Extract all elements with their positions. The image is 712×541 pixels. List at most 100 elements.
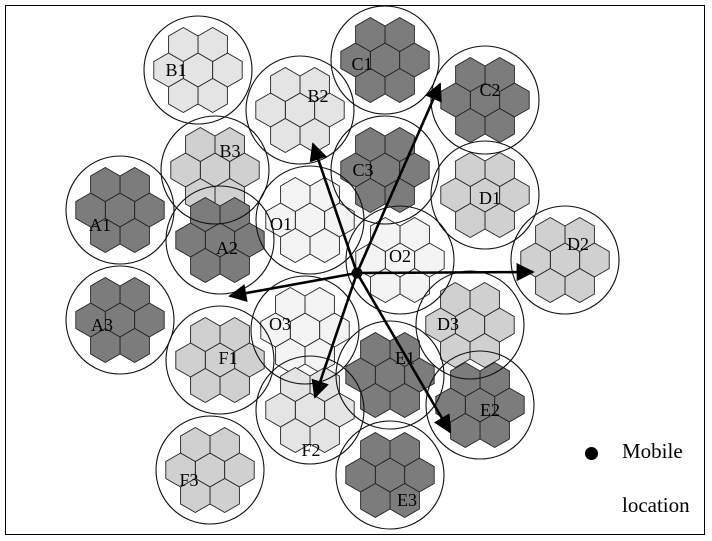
hex-cluster-e1 [345, 331, 435, 419]
hex-cluster-d3 [425, 281, 515, 369]
cluster-circle-e1 [335, 320, 445, 430]
arrow-1 [309, 142, 359, 274]
hex-cell [90, 166, 121, 203]
hex-cluster-f2 [265, 366, 355, 454]
hex-cell [190, 316, 221, 353]
cell-label-a3: A3 [91, 315, 113, 335]
hex-cell [270, 117, 301, 154]
hex-cell [280, 176, 311, 213]
cluster-circle-o2 [345, 205, 455, 315]
hex-cell [280, 227, 311, 264]
cell-label-f2: F2 [301, 440, 320, 460]
hex-cell [355, 67, 386, 104]
cell-label-e1: E1 [395, 348, 415, 368]
hex-cell [360, 331, 391, 368]
hex-cell [280, 366, 311, 403]
cluster-circle-f1 [165, 305, 275, 415]
arrow-2 [355, 82, 442, 274]
hex-cell [90, 327, 121, 364]
hex-cell [168, 77, 199, 114]
mobile-location-marker [351, 267, 363, 279]
cell-label-e3: E3 [397, 490, 417, 510]
cluster-circle-f3 [155, 415, 265, 525]
cluster-circle-d1 [430, 140, 540, 250]
cell-label-b3: B3 [219, 141, 240, 161]
cluster-circle-a3 [65, 265, 175, 375]
hex-cluster-f3 [165, 426, 255, 514]
hex-cell [440, 281, 471, 318]
cell-label-c2: C2 [479, 80, 500, 100]
arrow-4 [355, 272, 452, 434]
arrow-6 [228, 271, 358, 303]
cluster-circle-e3 [335, 420, 445, 530]
hex-cluster-a1 [75, 166, 165, 254]
hex-cell [535, 216, 566, 253]
hex-cluster-o3 [260, 286, 350, 374]
hex-cell [168, 26, 199, 63]
hex-cluster-e2 [435, 361, 525, 449]
hex-cell [185, 126, 216, 163]
cell-label-b2: B2 [307, 86, 328, 106]
hex-cell [455, 202, 486, 239]
cell-label-d3: D3 [437, 314, 459, 334]
hex-cluster-b2 [255, 66, 345, 154]
arrow-5 [311, 272, 359, 399]
cell-label-e2: E2 [480, 400, 500, 420]
cell-label-o3: O3 [269, 314, 291, 334]
hex-cell [455, 56, 486, 93]
hex-cell [355, 16, 386, 53]
hexagon-layer [75, 16, 610, 519]
hex-cell [275, 286, 306, 323]
hex-cell [280, 417, 311, 454]
arrow-layer [228, 82, 535, 434]
legend-mobile-label: Mobile [622, 439, 683, 463]
cell-label-o1: O1 [270, 214, 292, 234]
cell-label-b1: B1 [165, 60, 186, 80]
cell-label-a1: A1 [89, 215, 111, 235]
hex-cell [180, 426, 211, 463]
hex-cell [440, 332, 471, 369]
hex-cluster-c2 [440, 56, 530, 144]
mobile-location-dot-icon [585, 447, 598, 460]
cluster-circle-d2 [510, 205, 620, 315]
diagram-frame [5, 5, 705, 535]
cluster-circle-o3 [250, 275, 360, 385]
cluster-circle-f2 [255, 355, 365, 465]
cell-label-c3: C3 [352, 160, 373, 180]
cell-label-o2: O2 [389, 246, 411, 266]
arrow-3 [356, 262, 535, 282]
cluster-circle-a2 [165, 185, 275, 295]
hex-cell [355, 177, 386, 214]
cell-label-f3: F3 [179, 470, 198, 490]
hex-cell [370, 267, 401, 304]
hex-cluster-d1 [440, 151, 530, 239]
hex-cluster-f1 [175, 316, 265, 404]
cell-label-f1: F1 [218, 348, 237, 368]
cluster-circle-d3 [415, 270, 525, 380]
cell-label-a2: A2 [216, 238, 238, 258]
hex-cluster-d2 [520, 216, 610, 304]
hex-cell [190, 247, 221, 284]
hex-cell [355, 126, 386, 163]
cluster-circle-layer [65, 5, 620, 530]
cell-label-d2: D2 [567, 234, 589, 254]
cell-label-d1: D1 [479, 188, 501, 208]
hex-cell [90, 217, 121, 254]
cluster-circle-e2 [425, 350, 535, 460]
hex-cluster-o1 [265, 176, 355, 264]
cluster-circle-b2 [245, 55, 355, 165]
hex-cell [535, 267, 566, 304]
hex-cell [180, 477, 211, 514]
hex-cluster-c1 [340, 16, 430, 104]
legend-location-label: location [622, 493, 690, 517]
cluster-circle-b1 [143, 15, 253, 125]
hex-cluster-b1 [153, 26, 243, 114]
cluster-circle-b3 [160, 115, 270, 225]
hex-cluster-a3 [75, 276, 165, 364]
hex-cell [360, 431, 391, 468]
hex-cluster-c3 [340, 126, 430, 214]
hex-cell [90, 276, 121, 313]
